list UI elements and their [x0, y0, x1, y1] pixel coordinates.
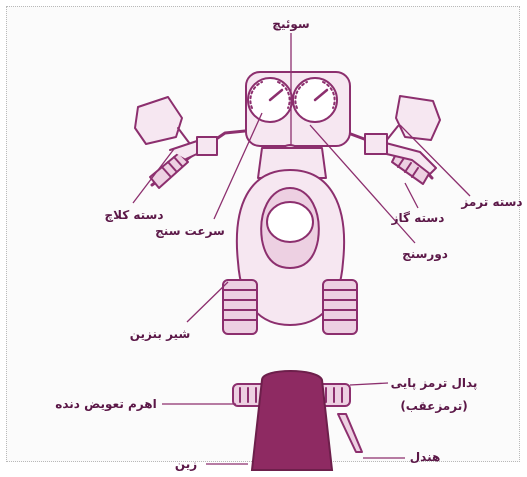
label-fuel-valve: شیر بنزین: [130, 327, 191, 341]
right-mirror: [382, 96, 440, 146]
engine-right: [323, 280, 357, 334]
label-clutch-lever: دسته کلاچ: [104, 208, 163, 222]
label-gear-shift-lever: اهرم تعویض دنده: [55, 397, 156, 412]
right-grip: [365, 134, 436, 184]
leader-fuel-valve: [187, 282, 228, 322]
engine-left: [223, 280, 257, 334]
label-kick-starter: هندل: [410, 450, 441, 464]
left-mirror: [135, 97, 193, 148]
kick-starter-arm: [338, 414, 362, 452]
label-speedometer: سرعت سنج: [155, 224, 225, 238]
label-switch: سوئیچ: [272, 17, 309, 32]
seat-shape: [252, 371, 332, 470]
left-grip: [150, 137, 217, 188]
label-seat: زین: [175, 457, 197, 471]
label-rear-brake-pedal-line1: پدال ترمز پایی: [391, 376, 478, 390]
label-brake-lever: دسته ترمز: [460, 195, 522, 209]
label-rear-brake-pedal-line2: (ترمزعقب): [400, 399, 467, 413]
instrument-cluster: [246, 72, 350, 146]
label-tachometer: دورسنج: [402, 247, 448, 262]
leader-throttle: [405, 183, 418, 208]
label-throttle-grip: دسته گاز: [391, 211, 445, 225]
leader-rear-brake-pedal: [350, 383, 388, 385]
